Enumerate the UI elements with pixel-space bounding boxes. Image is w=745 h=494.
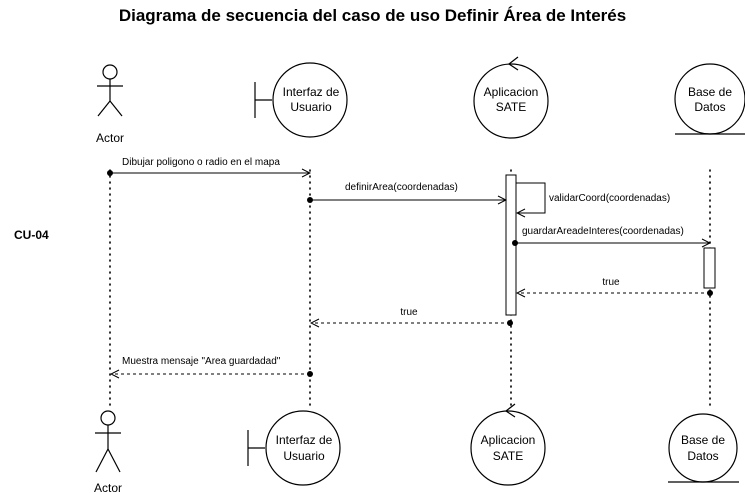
ui-bottom: Interfaz de Usuario: [247, 410, 341, 486]
app-label-line2: SATE: [493, 449, 523, 463]
message-return-db: true: [517, 277, 713, 296]
app-top: Aplicacion SATE: [473, 56, 549, 139]
boundary-icon: [254, 62, 348, 138]
db-label-line1: Base de: [681, 433, 725, 447]
message-definir-area: definirArea(coordenadas): [307, 182, 506, 203]
db-activation-bar: [703, 247, 716, 289]
message-label: true: [400, 307, 418, 318]
ui-label-line2: Usuario: [290, 100, 332, 114]
use-case-label: CU-04: [14, 228, 49, 242]
message-return-app: true: [311, 307, 513, 326]
ui-label-line1: Interfaz de: [276, 433, 333, 447]
ui-label-line1: Interfaz de: [283, 85, 340, 99]
db-label-line2: Datos: [694, 100, 725, 114]
message-validar-coord: validarCoord(coordenadas): [516, 182, 670, 213]
message-guardar-area: guardarAreadeInteres(coordenadas): [512, 226, 710, 246]
boundary-icon: [247, 410, 341, 486]
actor-icon: [97, 64, 123, 117]
app-label-line1: Aplicacion: [484, 85, 539, 99]
message-label: validarCoord(coordenadas): [549, 193, 670, 204]
actor-label: Actor: [94, 481, 122, 494]
actor-label: Actor: [96, 131, 124, 145]
app-bottom: Aplicacion SATE: [470, 403, 546, 486]
control-icon: [473, 56, 549, 139]
message-label: definirArea(coordenadas): [345, 182, 458, 193]
actor-top: Actor: [96, 64, 124, 145]
message-draw-polygon: Dibujar poligono o radio en el mapa: [107, 157, 310, 176]
db-bottom: Base de Datos: [668, 413, 739, 483]
db-label-line2: Datos: [687, 449, 718, 463]
message-label: Muestra mensaje "Area guardadad": [122, 356, 281, 367]
db-label-line1: Base de: [688, 85, 732, 99]
app-label-line1: Aplicacion: [481, 433, 536, 447]
ui-top: Interfaz de Usuario: [254, 62, 348, 138]
actor-icon: [95, 410, 121, 473]
message-label: true: [602, 277, 620, 288]
ui-label-line2: Usuario: [283, 449, 325, 463]
app-label-line2: SATE: [496, 100, 526, 114]
entity-icon: [674, 63, 745, 135]
entity-icon: [668, 413, 739, 483]
control-icon: [470, 403, 546, 486]
diagram-title: Diagrama de secuencia del caso de uso De…: [118, 6, 627, 25]
actor-bottom: Actor: [94, 410, 122, 494]
db-top: Base de Datos: [674, 63, 745, 135]
message-label: Dibujar poligono o radio en el mapa: [122, 157, 280, 168]
message-label: guardarAreadeInteres(coordenadas): [522, 226, 684, 237]
message-show-saved: Muestra mensaje "Area guardadad": [111, 356, 313, 377]
